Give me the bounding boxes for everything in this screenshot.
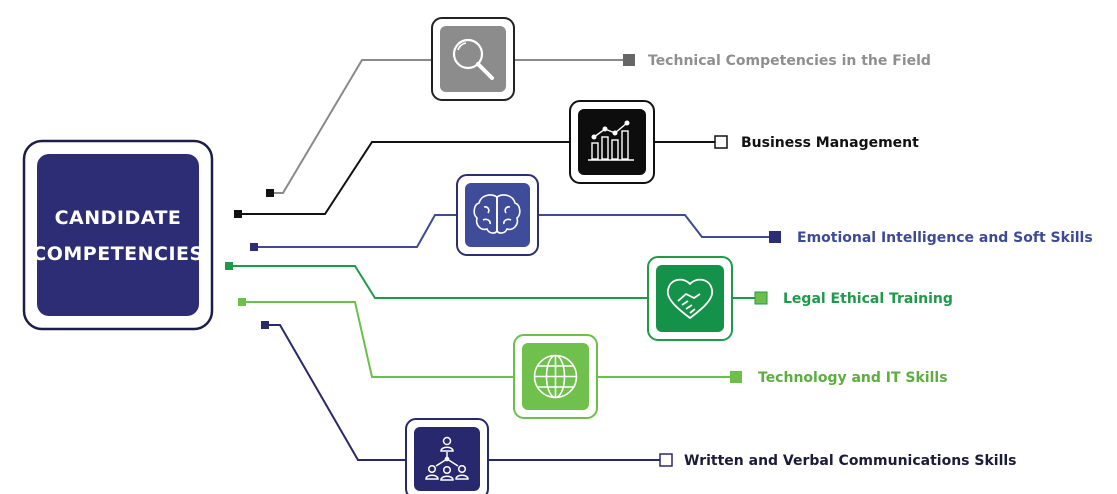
end-markers: [623, 54, 781, 467]
team-network-icon: [425, 436, 469, 481]
tile-business: [569, 100, 655, 184]
hub: CANDIDATE COMPETENCIES: [22, 139, 214, 331]
connector-communication: [265, 324, 665, 461]
tile-communication: [405, 418, 489, 494]
end-marker-business: [714, 135, 728, 149]
connector-business: [238, 141, 720, 215]
start-marker-technology: [238, 298, 246, 306]
label-technology: Technology and IT Skills: [758, 370, 948, 386]
bar-chart-icon: [588, 120, 634, 161]
start-marker-technical: [266, 189, 274, 197]
tile-technical: [431, 17, 515, 101]
label-communication: Written and Verbal Communications Skills: [684, 453, 1017, 469]
end-marker-legal: [754, 291, 768, 305]
globe-icon: [533, 354, 578, 399]
label-emotional: Emotional Intelligence and Soft Skills: [797, 230, 1093, 246]
end-marker-communication: [659, 453, 673, 467]
label-business: Business Management: [741, 135, 919, 151]
brain-icon: [473, 194, 521, 234]
magnifying-glass-icon: [452, 38, 494, 80]
label-technical: Technical Competencies in the Field: [648, 53, 931, 69]
start-marker-legal: [225, 262, 233, 270]
end-marker-technology: [730, 371, 742, 383]
end-marker-emotional: [769, 231, 781, 243]
tile-technology: [513, 334, 598, 419]
label-legal: Legal Ethical Training: [783, 291, 953, 307]
tile-legal: [647, 256, 733, 341]
handshake-icon: [666, 278, 714, 319]
connectors: [229, 59, 774, 461]
hub-title-line2: COMPETENCIES: [32, 243, 203, 265]
start-marker-business: [234, 210, 242, 218]
start-marker-communication: [261, 321, 269, 329]
connector-emotional: [254, 214, 774, 248]
end-marker-technical: [623, 54, 635, 66]
tile-emotional: [456, 174, 539, 256]
start-markers: [225, 189, 274, 329]
start-marker-emotional: [250, 243, 258, 251]
connector-technical: [270, 59, 628, 194]
connector-technology: [242, 301, 735, 378]
hub-title-line1: CANDIDATE: [55, 207, 182, 229]
